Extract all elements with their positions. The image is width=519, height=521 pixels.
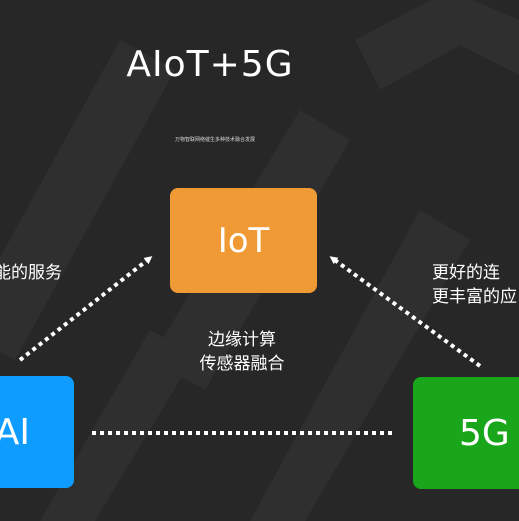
- arrow-ai-to-iot: [18, 256, 153, 362]
- ai-node-label: AI: [0, 411, 30, 453]
- slide-title: AIoT+5G: [126, 44, 294, 85]
- edge-caption: 边缘计算 传感器融合: [181, 328, 303, 376]
- 5g-iot-caption-line-2: 更丰富的应: [432, 287, 517, 307]
- edge-caption-line-1: 边缘计算: [208, 330, 276, 350]
- iot-node: IoT: [170, 188, 317, 293]
- iot-node-label: IoT: [217, 220, 270, 261]
- ai-node: AI: [0, 376, 74, 488]
- 5g-iot-caption-line-1: 更好的连: [432, 263, 500, 283]
- ai-iot-caption: 能的服务: [0, 263, 62, 283]
- 5g-iot-caption: 更好的连 更丰富的应: [432, 261, 517, 309]
- slide-subtitle: 万物智联网络催生多种技术融合发展: [174, 137, 255, 143]
- edge-caption-line-2: 传感器融合: [199, 354, 285, 374]
- arrow-5g-to-iot: [329, 256, 482, 368]
- 5g-node: 5G: [413, 377, 519, 489]
- 5g-node-label: 5G: [459, 412, 510, 454]
